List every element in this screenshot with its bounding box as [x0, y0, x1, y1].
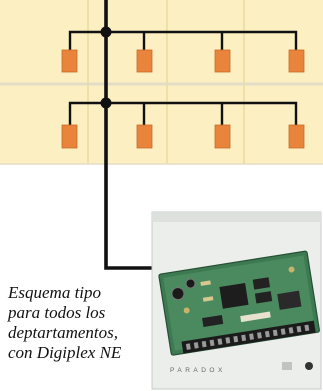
zone-module-icon — [288, 49, 305, 73]
floor-plan — [0, 0, 323, 165]
modules-floor-1 — [61, 49, 305, 73]
zone-module-icon — [61, 49, 78, 73]
bus-line-floor-1 — [68, 30, 298, 50]
junction-dot-icon — [100, 26, 112, 38]
main-trunk — [104, 0, 160, 270]
bus-line-floor-2 — [68, 101, 298, 125]
caption-line: Esquema tipo — [8, 283, 102, 302]
panel-brand: PARADOX — [170, 367, 226, 374]
caption-line: deptartamentos, — [8, 323, 119, 342]
floor-band — [0, 0, 323, 164]
panel-corner-logo — [305, 362, 313, 370]
zone-module-icon — [214, 124, 231, 149]
zone-module-icon — [288, 124, 305, 149]
circuit-board-icon — [158, 250, 320, 356]
modules-floor-2 — [61, 124, 305, 149]
zone-module-icon — [136, 49, 153, 73]
bus-wiring — [68, 0, 298, 270]
panel-corner-label — [282, 362, 292, 370]
panel-enclosure-shade — [152, 212, 321, 222]
zone-module-icon — [61, 124, 78, 149]
caption-line: con Digiplex NE — [8, 343, 122, 362]
zone-module-icon — [136, 124, 153, 149]
zone-module-icon — [214, 49, 231, 73]
diagram-caption: Esquema tipo para todos los deptartament… — [8, 283, 158, 363]
caption-line: para todos los — [8, 303, 106, 322]
junction-dot-icon — [100, 97, 112, 109]
control-panel: PARADOX — [151, 211, 322, 390]
